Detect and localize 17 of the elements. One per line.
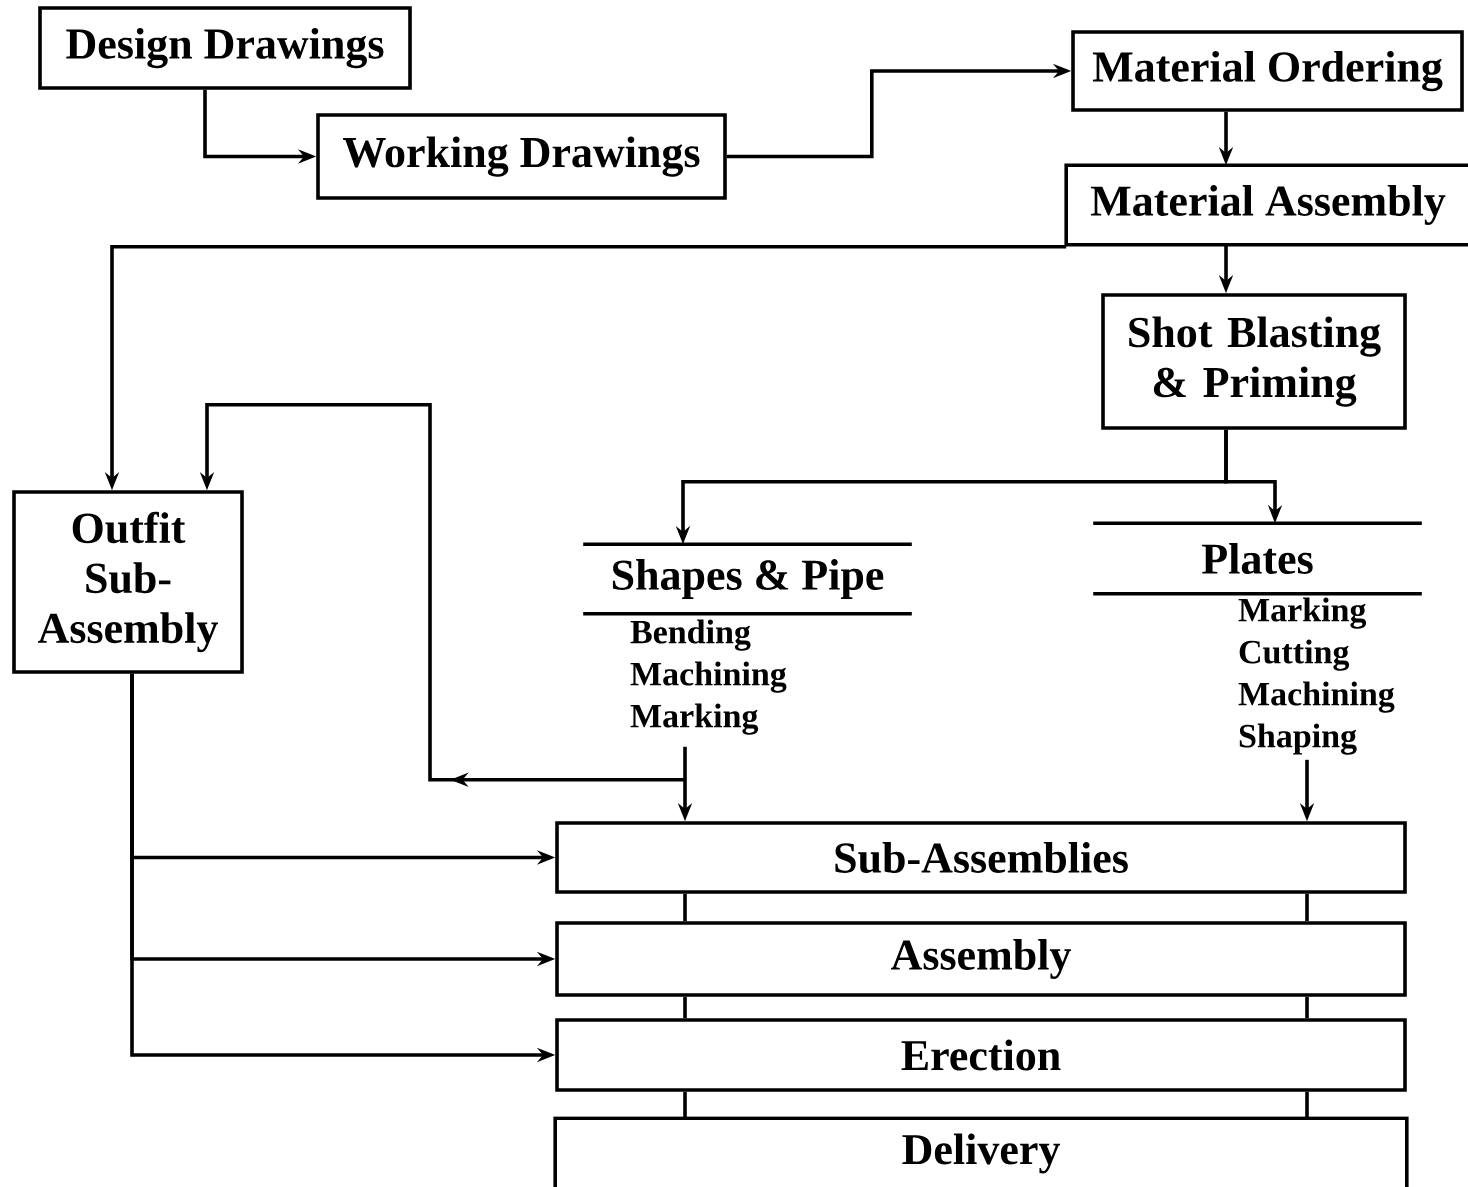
process-box: Delivery: [553, 1116, 1409, 1187]
operation-list: Bending Machining Marking: [630, 619, 787, 735]
process-box: Sub-Assemblies: [555, 821, 1407, 894]
process-box: Shot Blasting & Priming: [1101, 293, 1407, 430]
stage-band: Shapes & Pipe: [581, 542, 914, 616]
process-box: Erection: [555, 1018, 1407, 1092]
connector-line: [683, 892, 1309, 923]
process-box: Working Drawings: [316, 113, 727, 200]
connector-line: [683, 995, 1309, 1020]
process-box: Material Ordering: [1071, 30, 1464, 112]
connector-line: [683, 1090, 1309, 1120]
process-box: Design Drawings: [38, 6, 412, 90]
stage-band: Plates: [1091, 521, 1424, 596]
process-box: Assembly: [555, 921, 1407, 997]
operation-list: Marking Cutting Machining Shaping: [1238, 597, 1395, 755]
process-box: Material Assembly: [1064, 163, 1468, 247]
process-box: Outfit Sub- Assembly: [12, 490, 244, 674]
